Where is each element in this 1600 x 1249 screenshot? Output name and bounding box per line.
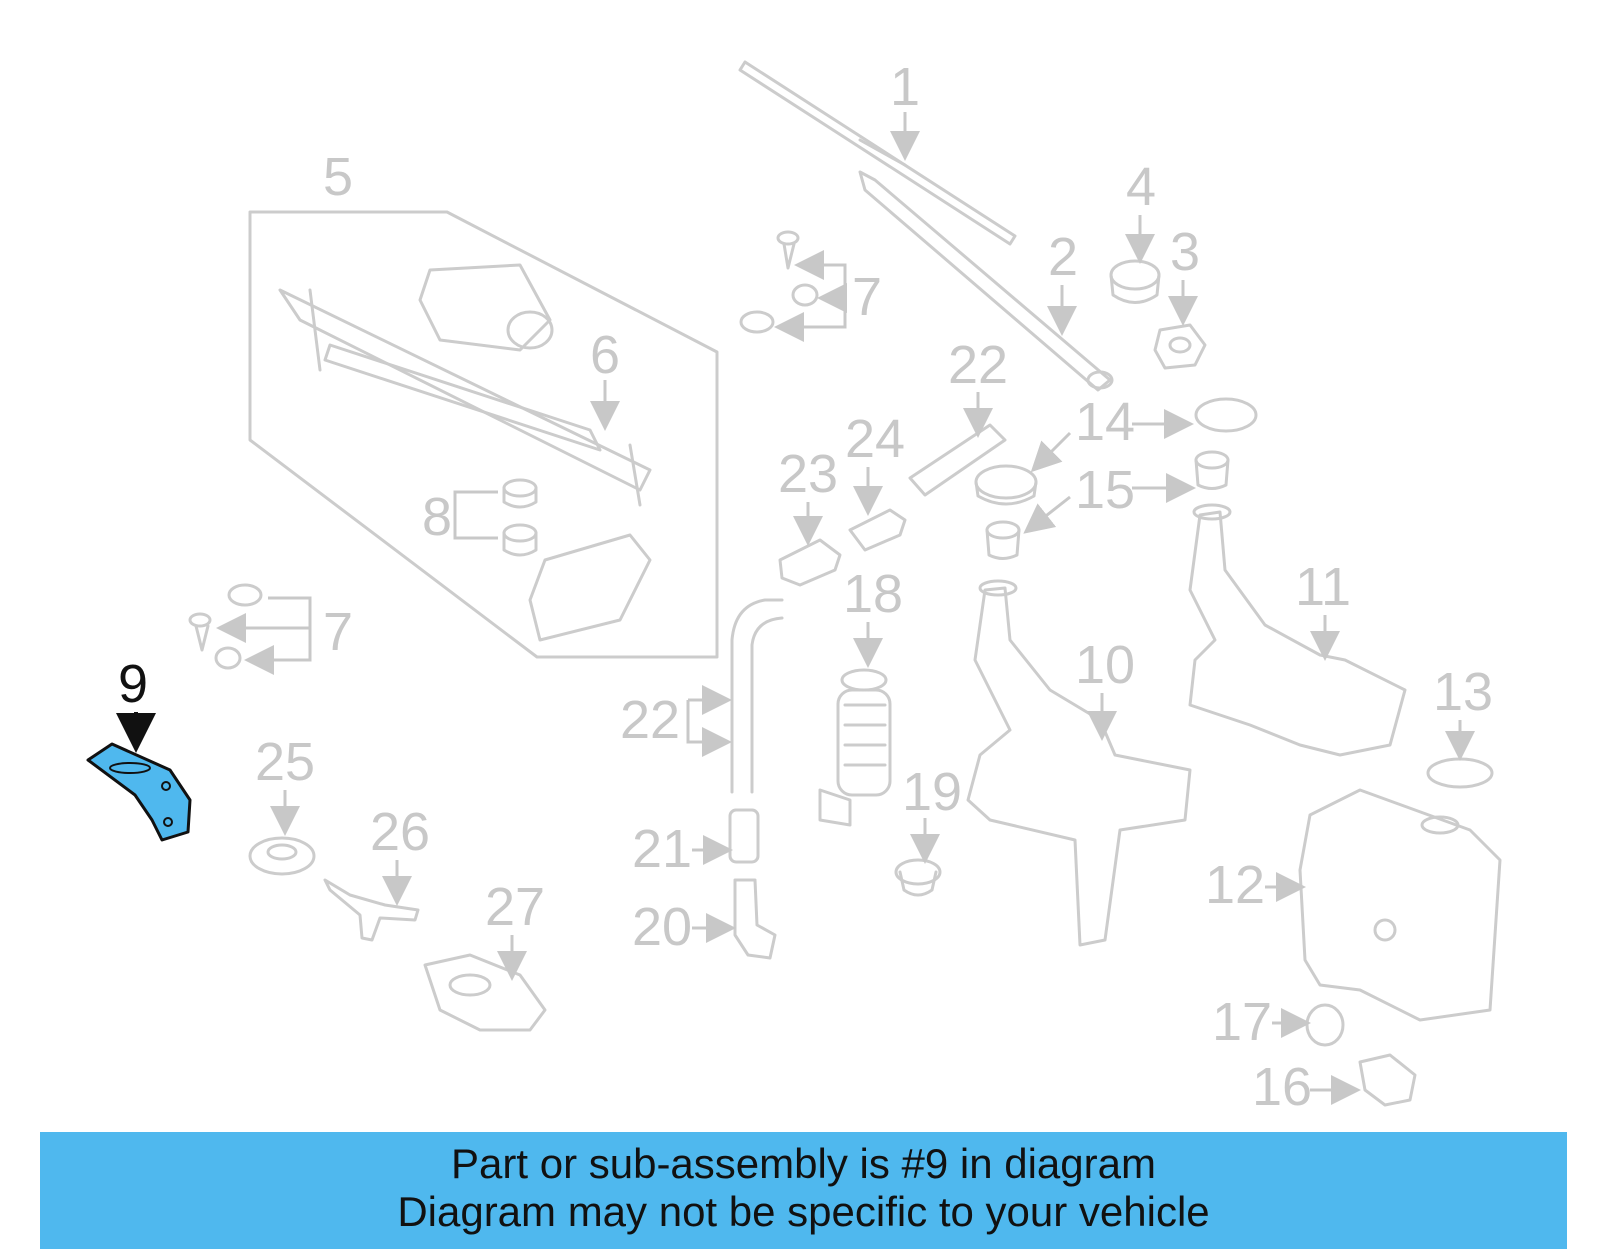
callout-11: 11 <box>1295 557 1351 617</box>
filler-neck-part-11 <box>1188 503 1407 757</box>
elbow-part-20 <box>733 878 777 960</box>
adapter-part-15 <box>985 450 1230 560</box>
grommet-part-25 <box>248 836 316 876</box>
y-connector-part-26 <box>323 878 420 942</box>
callout-8: 8 <box>422 487 452 547</box>
seal-ring-part-13 <box>1426 757 1494 789</box>
callout-23: 23 <box>778 444 838 504</box>
hose-part-22 <box>730 423 1007 794</box>
wiper-blade-part-1 <box>738 60 1017 246</box>
reservoir-part-12 <box>1298 788 1502 1022</box>
callout-3: 3 <box>1170 222 1200 282</box>
callout-15: 15 <box>1075 460 1135 520</box>
callout-19: 19 <box>902 762 962 822</box>
washer-nozzle-part-27 <box>423 953 547 1032</box>
callout-22-lower: 22 <box>620 690 680 750</box>
fitting-part-24 <box>848 508 907 552</box>
cap-part-4 <box>1109 259 1161 304</box>
callout-2: 2 <box>1048 227 1078 287</box>
cap-part-14 <box>974 397 1258 506</box>
info-banner: Part or sub-assembly is #9 in diagram Di… <box>40 1132 1567 1249</box>
banner-line-2: Diagram may not be specific to your vehi… <box>397 1188 1210 1235</box>
callout-12: 12 <box>1205 855 1265 915</box>
callout-1: 1 <box>890 57 920 117</box>
callout-27: 27 <box>485 877 545 937</box>
filler-neck-part-10 <box>966 579 1192 947</box>
callout-14: 14 <box>1075 392 1135 452</box>
washer-pump-part-18 <box>818 668 892 827</box>
grommet-part-17 <box>1305 1003 1345 1047</box>
connector-part-21 <box>728 808 760 864</box>
check-valve-part-23 <box>778 538 842 587</box>
callout-16: 16 <box>1252 1057 1312 1117</box>
callout-22-upper: 22 <box>948 335 1008 395</box>
nut-part-3 <box>1153 323 1207 370</box>
callout-9: 9 <box>118 654 148 714</box>
screw-washer-part-7-lower <box>188 583 263 670</box>
pump-grommet-part-16 <box>1358 1053 1417 1107</box>
callout-21: 21 <box>632 819 692 879</box>
callout-18: 18 <box>843 564 903 624</box>
wiper-arm-part-2 <box>858 170 1114 392</box>
callout-24: 24 <box>845 409 905 469</box>
callout-10: 10 <box>1075 635 1135 695</box>
callout-25: 25 <box>255 732 315 792</box>
callout-20: 20 <box>632 897 692 957</box>
bushing-part-8 <box>502 478 538 557</box>
callout-17: 17 <box>1212 992 1272 1052</box>
wiper-linkage-part-5 <box>248 210 719 659</box>
callout-7-lower: 7 <box>323 602 353 662</box>
screw-washer-part-7-upper <box>739 230 819 334</box>
callout-5: 5 <box>323 147 353 207</box>
callout-13: 13 <box>1433 662 1493 722</box>
grommet-part-19 <box>894 858 942 897</box>
callout-4: 4 <box>1126 157 1156 217</box>
banner-line-1: Part or sub-assembly is #9 in diagram <box>451 1140 1156 1187</box>
bracket-part-9-highlighted <box>86 742 192 842</box>
callout-7-upper: 7 <box>852 267 882 327</box>
callout-26: 26 <box>370 802 430 862</box>
callout-6: 6 <box>590 325 620 385</box>
